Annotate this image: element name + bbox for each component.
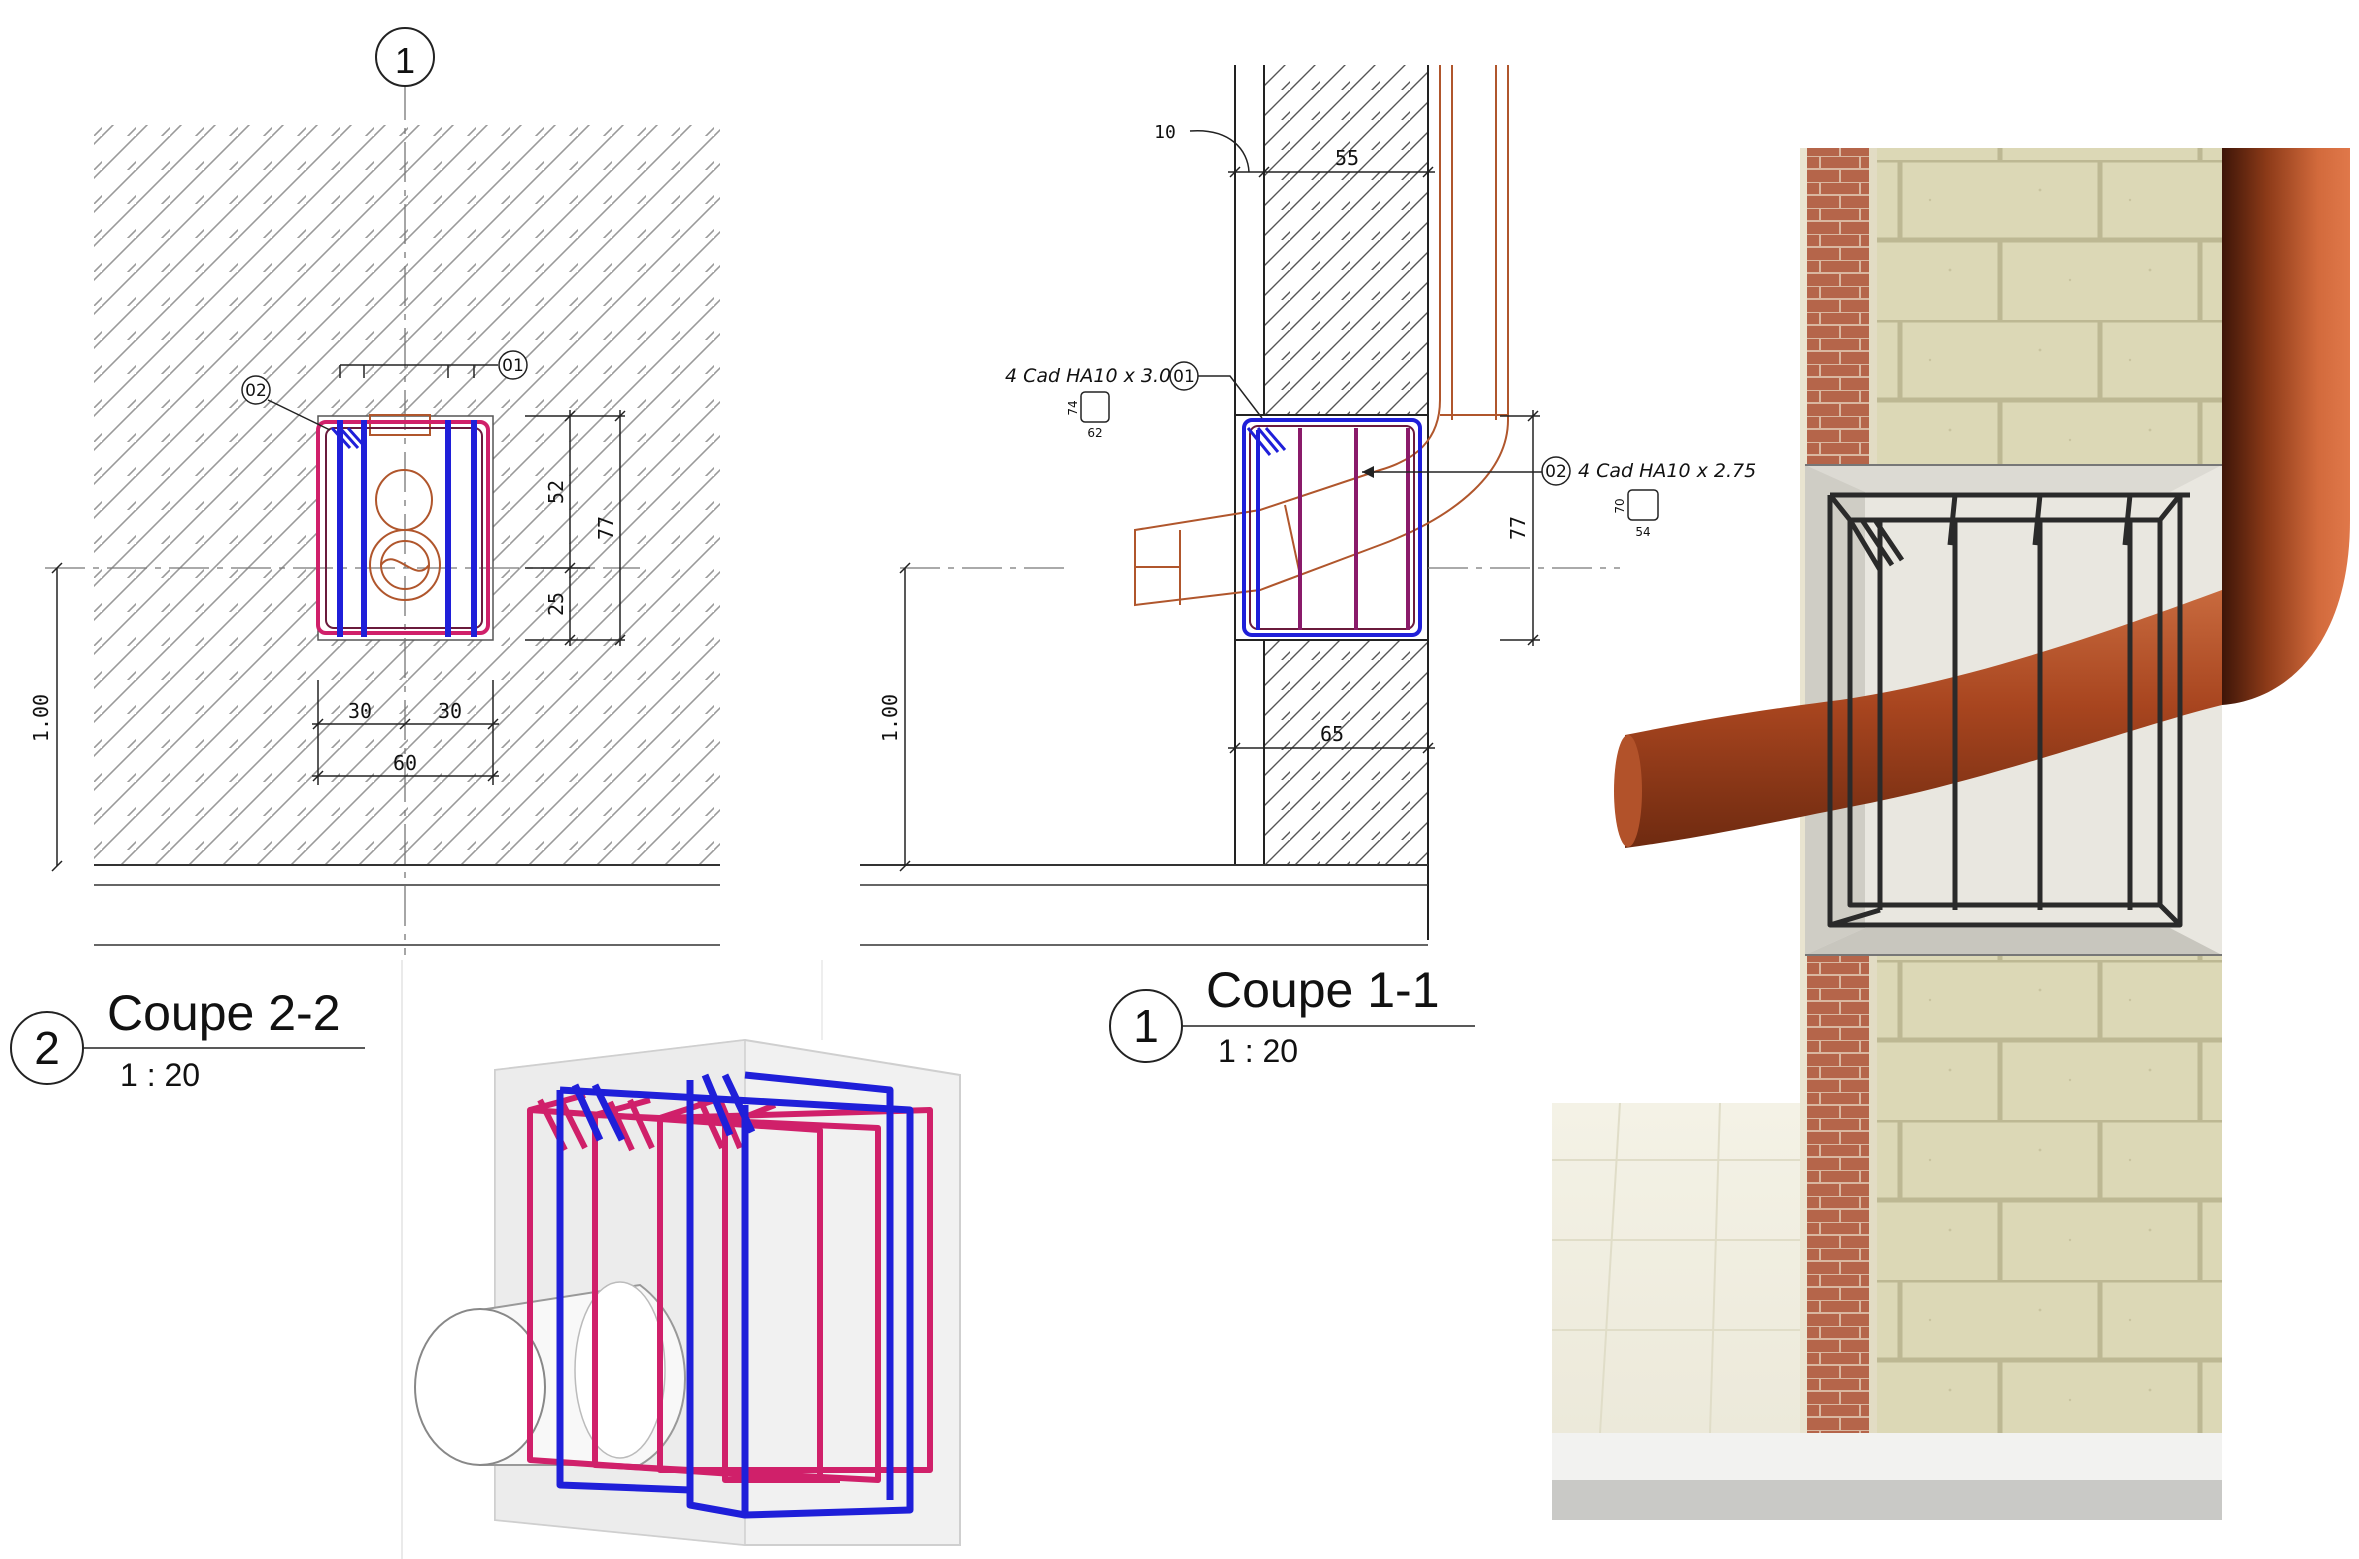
rebar-cage-isometric [401,960,961,1559]
dim-height-total: 77 [1506,516,1530,540]
rebar-01-tag: 01 [1173,367,1195,387]
dim-elevation: 1.00 [878,694,902,742]
view-scale: 1 : 20 [120,1057,200,1093]
pipe-section [369,414,441,601]
dim-top [1189,130,1435,178]
rebar-01-annotation: 4 Cad HA10 x 3.00 01 74 62 [1005,361,1263,440]
rebar-tag-02-label: 02 [245,381,267,401]
dim-wall-bottom: 65 [1320,722,1344,746]
dim-width-right: 30 [438,699,462,723]
stirrups-1-1 [1242,418,1422,637]
view-title-2-2: 2 Coupe 2-2 1 : 20 [10,985,365,1093]
dims-vertical [525,410,626,646]
dim-height-bottom: 25 [544,592,568,616]
dim-elevation-lines [51,562,63,872]
section-2-2: 1 [10,27,720,1093]
view-number: 1 [1133,1000,1159,1052]
render-floor [1552,1103,1807,1433]
rebar-tag-01-label: 01 [502,356,524,376]
render-pipe [1625,590,2222,848]
rebar-02-shape-width: 54 [1635,525,1650,539]
pipe-iso [414,1281,686,1466]
gridline-bubble: 1 [375,27,435,87]
view-scale: 1 : 20 [1218,1033,1298,1069]
dim-height-total: 77 [594,516,618,540]
dim-elevation-lines [899,562,911,872]
rebar-01-shape-width: 62 [1087,426,1102,440]
view-title: Coupe 2-2 [107,985,341,1041]
dim-height [1500,410,1540,646]
view-number: 2 [34,1022,60,1074]
stirrups-iso-blue [556,1071,914,1519]
rebar-02-tag: 02 [1545,462,1567,482]
render-rebar [1827,492,2190,928]
rebar-01-label: 4 Cad HA10 x 3.00 [1005,365,1183,387]
dims-horizontal [312,680,499,785]
view-title-1-1: 1 Coupe 1-1 1 : 20 [1109,962,1475,1069]
dim-wall-top: 55 [1335,146,1359,170]
gridline-label: 1 [395,40,415,81]
stirrups-iso-pink [527,1092,933,1483]
rebar-02-label: 4 Cad HA10 x 2.75 [1578,460,1756,482]
rebar-01-shape-height: 74 [1066,400,1080,415]
rebar-tag-01-leader [339,364,498,378]
dim-elevation: 1.00 [29,694,53,742]
dim-height-top: 52 [544,480,568,504]
rebar-tag-02: 02 [241,375,271,405]
stirrups-2-2 [316,420,490,637]
rebar-tag-01: 01 [498,350,528,380]
render-pipe-vertical [2222,148,2350,705]
section-1-1: 10 55 65 77 1.00 4 Cad HA10 x 3.00 01 [860,65,1756,1069]
rebar-cage-render [1552,148,2350,1520]
view-title: Coupe 1-1 [1206,962,1440,1018]
wall-hatch-top [1264,65,1428,415]
pipe-elevation [1134,65,1509,607]
dim-offset: 10 [1154,122,1176,143]
dim-width-left: 30 [348,699,372,723]
wall-hatch-bottom [1264,640,1428,865]
rebar-tag-02-leader [267,399,331,431]
wall-outline [1234,65,1429,940]
rebar-02-annotation: 02 4 Cad HA10 x 2.75 70 54 [1362,456,1756,539]
dim-width-total: 60 [393,751,417,775]
rebar-02-shape-height: 70 [1613,498,1627,513]
dim-bottom [1228,742,1435,754]
